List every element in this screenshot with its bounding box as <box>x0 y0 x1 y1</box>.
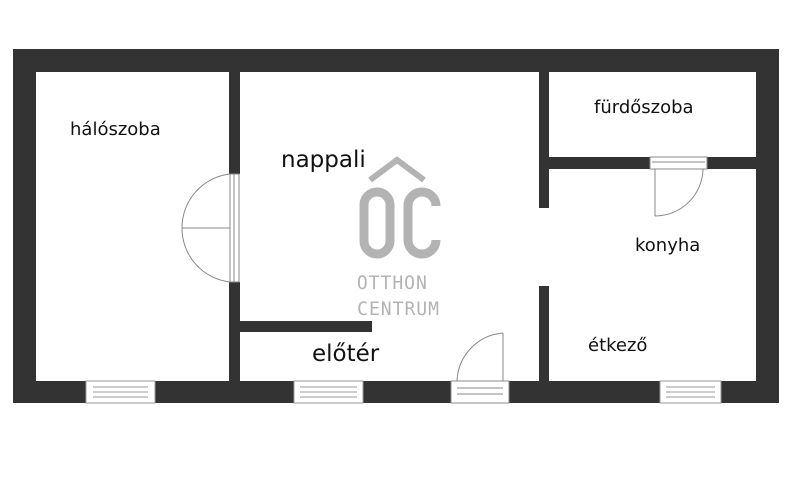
window-bedroom <box>85 380 156 404</box>
room-label-kitchen: konyha <box>635 235 701 256</box>
windows <box>85 380 722 404</box>
outer-walls <box>13 49 779 403</box>
room-label-dining: étkező <box>588 335 648 356</box>
window-dining <box>659 380 722 404</box>
door-entrance <box>450 332 510 404</box>
door-bedroom <box>181 173 240 283</box>
window-hall <box>293 380 364 404</box>
room-label-bedroom: hálószoba <box>70 119 161 140</box>
interior-walls <box>229 72 756 382</box>
logo-text-centrum: CENTRUM <box>357 298 440 320</box>
door-bathroom <box>649 156 708 217</box>
room-label-bathroom: fürdőszoba <box>594 97 694 118</box>
room-label-living: nappali <box>281 147 366 173</box>
logo-text-otthon: OTTHON <box>356 272 428 294</box>
room-label-hall: előtér <box>312 341 380 367</box>
otthon-centrum-logo <box>359 156 441 259</box>
